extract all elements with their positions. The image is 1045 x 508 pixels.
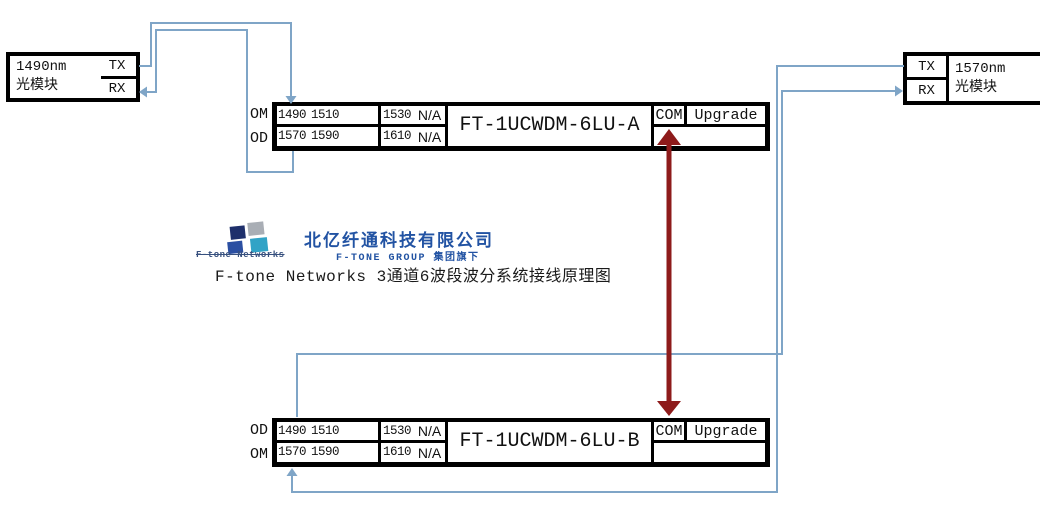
device-a-port-1490: 1490 xyxy=(277,106,309,124)
device-a-port-na-bottom: N/A xyxy=(414,127,445,146)
device-b-port-1530: 1530 xyxy=(381,422,414,440)
device-b-port-1490: 1490 xyxy=(277,422,309,440)
device-b: 1490 1510 1530 N/A 1570 1590 1610 N/A FT… xyxy=(272,418,770,467)
device-b-name: FT-1UCWDM-6LU-B xyxy=(448,422,651,462)
device-a-port-1590: 1590 xyxy=(309,127,342,146)
module-1490-label: 1490nm 光模块 xyxy=(10,56,101,98)
device-a-empty-cell xyxy=(654,127,765,146)
device-a-upgrade-port: Upgrade xyxy=(687,106,765,124)
logo-square-navy xyxy=(229,225,246,240)
module-1490-type: 光模块 xyxy=(16,78,58,94)
device-b-row2-label: OM xyxy=(250,446,269,463)
optical-module-1490: 1490nm 光模块 TX RX xyxy=(6,52,140,102)
module-1570-tx-port: TX xyxy=(907,56,946,77)
module-1570-type: 光模块 xyxy=(955,79,997,96)
optical-module-1570: TX RX 1570nm 光模块 xyxy=(903,52,1042,105)
arrowhead-into-1490rx xyxy=(139,86,147,98)
device-b-port-blank-bottom xyxy=(342,443,378,462)
device-a-port-1510: 1510 xyxy=(309,106,342,124)
device-b-port-blank-top xyxy=(342,422,378,440)
device-b-upgrade-port: Upgrade xyxy=(687,422,765,440)
device-a-port-blank-top xyxy=(342,106,378,124)
logo-square-gray xyxy=(247,221,265,236)
device-b-port-1610: 1610 xyxy=(381,443,414,462)
device-b-com-port: COM xyxy=(654,422,684,440)
module-1570-rx-port: RX xyxy=(907,80,946,101)
module-1490-tx-port: TX xyxy=(98,56,136,76)
device-a-port-1570: 1570 xyxy=(277,127,309,146)
device-b-port-na-bottom: N/A xyxy=(414,443,445,462)
wire-1490tx-to-a-om xyxy=(139,22,292,97)
device-b-port-1570: 1570 xyxy=(277,443,309,462)
module-1490-wavelength: 1490nm xyxy=(16,59,67,75)
module-1570-label: 1570nm 光模块 xyxy=(949,56,1042,101)
device-a-com-port: COM xyxy=(654,106,684,124)
device-b-port-1590: 1590 xyxy=(309,443,342,462)
device-a-port-blank-bottom xyxy=(342,127,378,146)
module-1490-rx-port: RX xyxy=(98,79,136,98)
device-a-port-na-top: N/A xyxy=(414,106,445,124)
device-b-port-1510: 1510 xyxy=(309,422,342,440)
device-a-name: FT-1UCWDM-6LU-A xyxy=(448,106,651,146)
module-1570-wavelength: 1570nm xyxy=(955,60,1006,77)
arrowhead-into-1570rx xyxy=(895,85,903,97)
logo-brand-text: F-tone Networks xyxy=(196,250,285,260)
diagram-caption: F-tone Networks 3通道6波段波分系统接线原理图 xyxy=(215,268,612,286)
com-link-arrowhead-down xyxy=(657,401,681,416)
device-b-port-na-top: N/A xyxy=(414,422,445,440)
arrowhead-into-b-1570 xyxy=(286,468,298,476)
device-b-row1-label: OD xyxy=(250,422,269,439)
device-a-port-1530: 1530 xyxy=(381,106,414,124)
device-a-port-1610: 1610 xyxy=(381,127,414,146)
com-link xyxy=(657,129,681,416)
device-a: 1490 1510 1530 N/A 1570 1590 1610 N/A FT… xyxy=(272,102,770,151)
device-a-row2-label: OD xyxy=(250,130,269,147)
device-b-empty-cell xyxy=(654,443,765,462)
device-a-row1-label: OM xyxy=(250,106,269,123)
